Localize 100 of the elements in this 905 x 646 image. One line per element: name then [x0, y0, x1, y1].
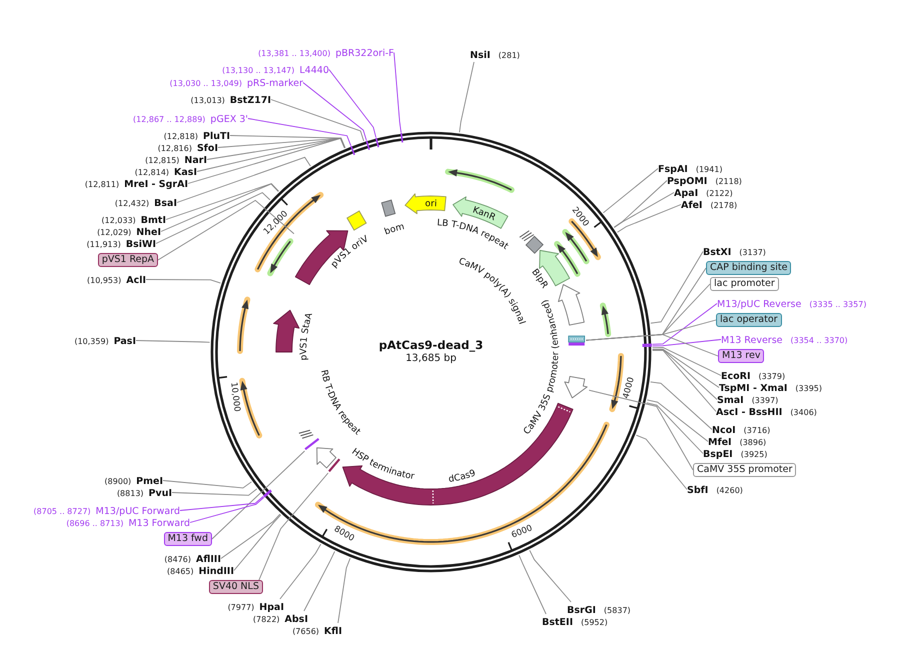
site-position: (5837) [604, 606, 631, 615]
primer-name: L4440 [300, 65, 329, 76]
feature-tag: SV40 NLS [208, 580, 263, 594]
site-position: (281) [498, 51, 520, 60]
primer-name: pRS-marker [247, 78, 303, 89]
enzyme-name: NheI [136, 227, 161, 238]
feature-label: ori [424, 199, 438, 210]
leader-line [650, 381, 712, 430]
enzyme-name: FspAI [658, 164, 688, 175]
enzyme-name: PluTI [203, 131, 230, 142]
leader-line [230, 135, 346, 148]
leader-line [614, 180, 668, 228]
primer-range: (3335 .. 3357) [809, 300, 866, 309]
leader-line [328, 69, 376, 138]
enzyme-name: SmaI [717, 395, 744, 406]
enzyme-name: PspOMI [667, 176, 708, 187]
enzyme-name: PvuI [148, 488, 172, 499]
enzyme-name: AflIII [196, 554, 221, 565]
enzyme-name: MfeI [708, 437, 732, 448]
site-position: (7822) [253, 615, 280, 624]
leader-line [588, 390, 694, 470]
site-position: (12,815) [145, 156, 180, 165]
enzyme-name: KasI [174, 167, 197, 178]
primer-range: (13,381 .. 13,400) [258, 49, 330, 58]
site-position: (12,033) [102, 216, 136, 225]
primer-range: (13,130 .. 13,147) [222, 66, 295, 75]
feature-tag: lac operator [716, 313, 782, 327]
enzyme-name: HindIII [198, 566, 234, 577]
leader-line [652, 339, 722, 346]
leader-line [652, 348, 718, 400]
enzyme-name: EcoRI [721, 371, 750, 382]
site-position: (12,432) [114, 199, 150, 208]
site-position: (5952) [581, 618, 608, 627]
site-position: (11,913) [86, 240, 121, 249]
leader-line [652, 350, 716, 412]
site-position: (1941) [696, 165, 722, 174]
primer-range: (8696 .. 8713) [66, 519, 124, 528]
site-position: (8476) [164, 555, 191, 564]
enzyme-name: NarI [184, 155, 207, 166]
primer-name: M13 Forward [128, 518, 190, 529]
feature-tag: CAP binding site [706, 261, 792, 275]
leader-line [196, 138, 346, 172]
enzyme-name: AbsI [284, 614, 308, 625]
leader-line [646, 402, 704, 454]
site-position: (3896) [740, 438, 766, 447]
feature-label: KanR [471, 205, 497, 224]
enzyme-name: MreI - SgrAI [124, 179, 188, 190]
primer-range: (12,867 .. 12,889) [133, 115, 206, 124]
primer-range: (3354 .. 3370) [790, 336, 848, 345]
site-position: (12,818) [164, 132, 198, 141]
leader-line [302, 82, 367, 141]
site-position: (7977) [228, 603, 254, 612]
site-position: (10,359) [74, 337, 109, 346]
leader-line [220, 514, 280, 559]
site-position: (3137) [739, 248, 766, 257]
leader-line [636, 434, 688, 490]
site-position: (2178) [710, 201, 738, 210]
primer-name: pBR322ori-F [335, 48, 394, 59]
site-position: (8900) [104, 477, 132, 486]
leader-line [518, 554, 546, 614]
site-position: (10,953) [86, 276, 122, 285]
enzyme-name: BsiWI [126, 239, 156, 250]
enzyme-name: BstXI [703, 247, 732, 258]
enzyme-name: AclI [126, 275, 146, 286]
tick-label: 10,000 [228, 382, 242, 412]
enzyme-name: NcoI [712, 425, 736, 436]
leader-line [176, 156, 311, 203]
plasmid-length: 13,685 bp [406, 353, 456, 365]
feature-label: dCas9 [448, 468, 478, 485]
feature-tag: pVS1 RepA [98, 253, 158, 267]
leader-line [602, 168, 658, 214]
leader-line [270, 99, 364, 142]
enzyme-name: AfeI [681, 200, 702, 211]
leader-line [652, 303, 718, 345]
enzyme-name: HpaI [259, 602, 284, 613]
leader-line [646, 399, 708, 442]
plasmid-name: pAtCas9-dead_3 [378, 339, 484, 352]
leader-line [218, 138, 346, 148]
enzyme-name: ApaI [674, 188, 698, 199]
primer-name: pGEX 3' [210, 114, 248, 125]
enzyme-name: PasI [114, 336, 136, 347]
site-position: (2122) [706, 189, 733, 198]
site-position: (8813) [116, 489, 144, 498]
enzyme-name: PmeI [136, 476, 163, 487]
leader-line [190, 496, 264, 523]
enzyme-name: BstEII [542, 617, 573, 628]
leader-line [156, 192, 270, 244]
enzyme-name: SbfI [687, 485, 708, 496]
site-position: (3397) [752, 396, 778, 405]
site-position: (4260) [716, 486, 743, 495]
site-position: (3925) [740, 450, 768, 459]
enzyme-name: NsiI [470, 50, 490, 61]
leader-line [586, 334, 718, 356]
tick-label: 6000 [510, 522, 534, 540]
site-position: (3406) [790, 408, 817, 417]
site-position: (12,814) [134, 168, 170, 177]
enzyme-name: SfoI [196, 143, 218, 154]
site-position: (2118) [715, 177, 742, 186]
primer-name: M13/pUC Reverse [717, 299, 802, 310]
enzyme-name: TspMI - XmaI [719, 383, 788, 394]
